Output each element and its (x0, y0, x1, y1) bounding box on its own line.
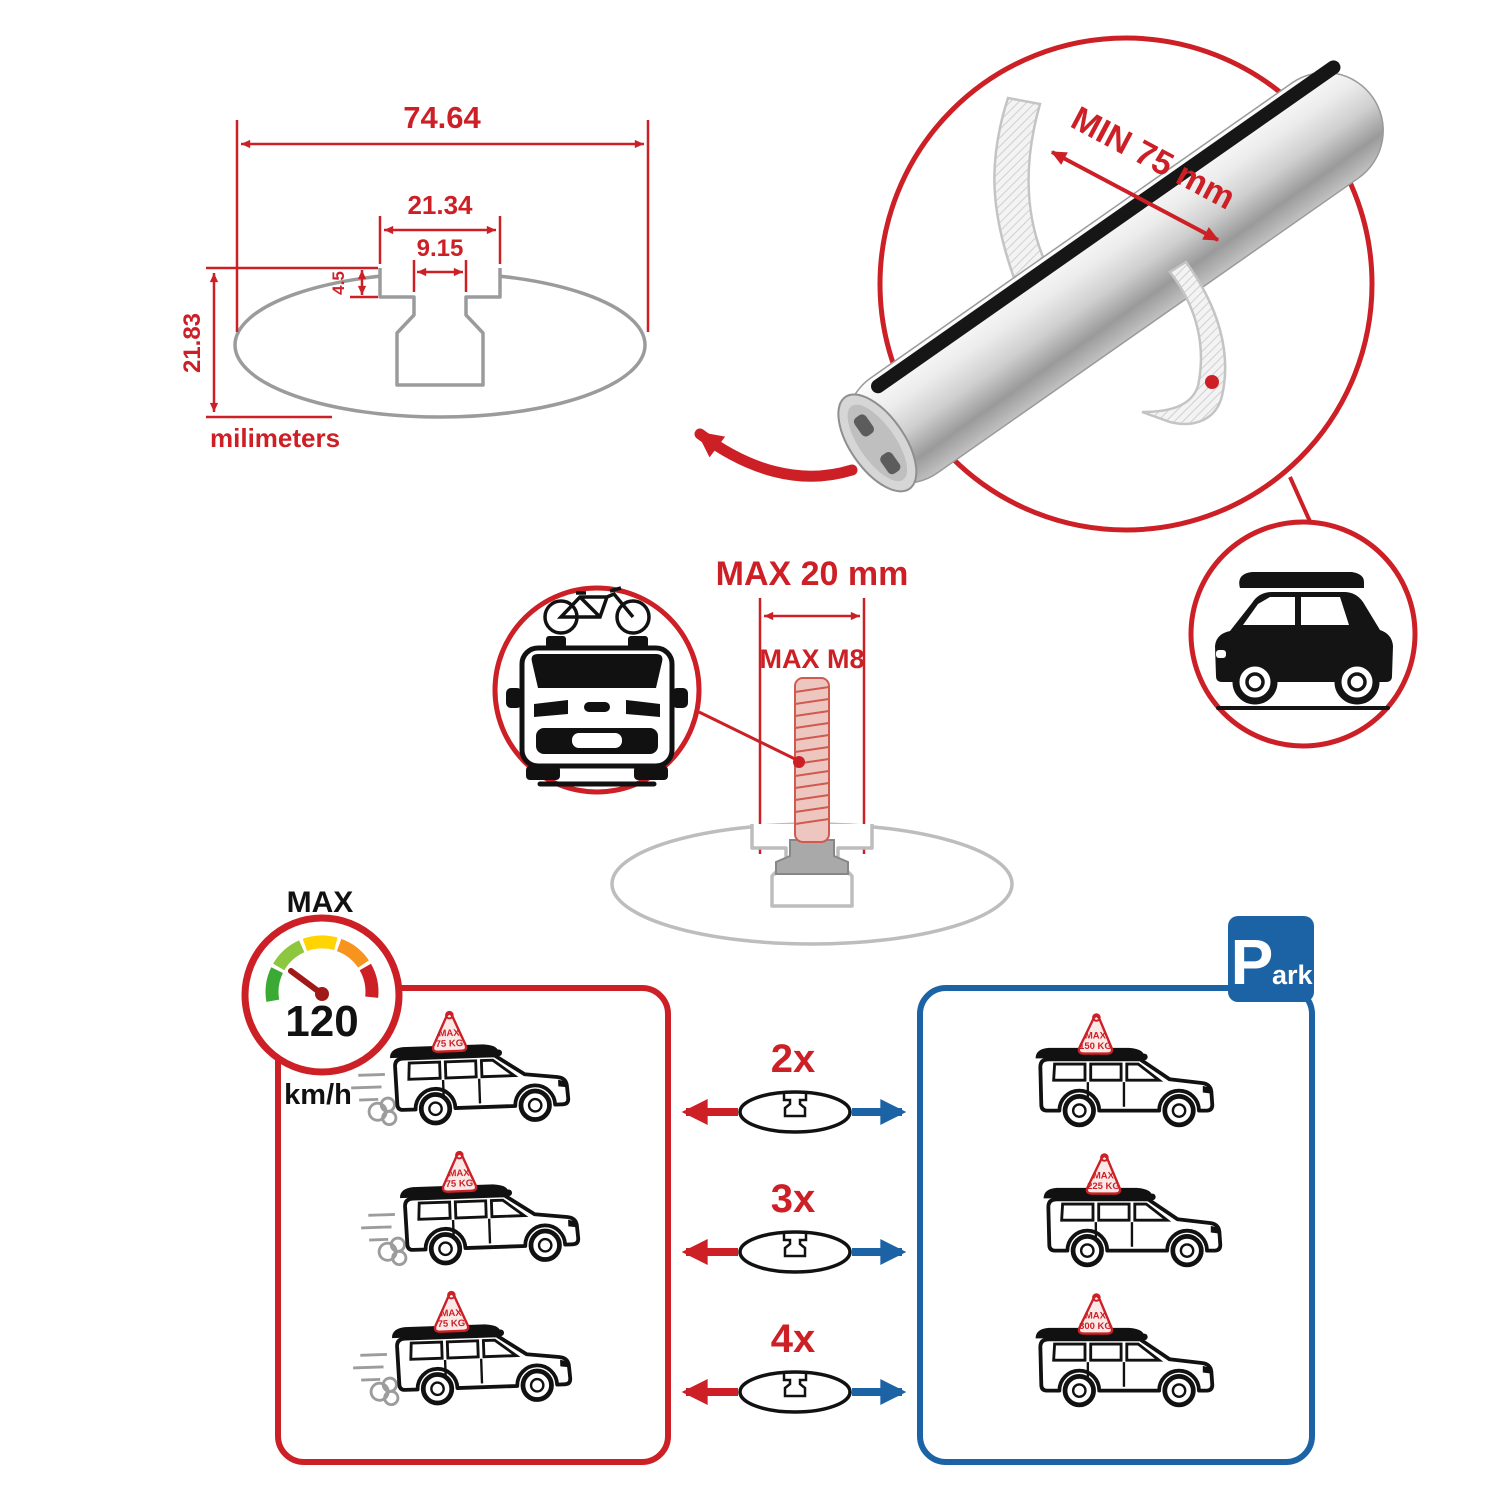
parked-car-row-2: MAX 225 KG (1043, 1153, 1221, 1265)
comparison-row-2: 3x (681, 1177, 907, 1274)
svg-text:75 KG: 75 KG (446, 1178, 474, 1190)
svg-text:MAX: MAX (1093, 1170, 1115, 1181)
svg-text:225 KG: 225 KG (1087, 1181, 1120, 1192)
speed-limit-gauge: MAX 120 km/h (241, 886, 403, 1111)
roof-load-sign: MAX 75 KG (433, 1290, 470, 1333)
suv-wheel-front (1232, 659, 1278, 705)
svg-text:MAX: MAX (1085, 1030, 1107, 1041)
svg-text:MAX: MAX (438, 1028, 460, 1040)
callout-line (698, 710, 798, 762)
roof-load-sign: MAX 75 KG (441, 1150, 478, 1193)
carfront-mirror (506, 688, 522, 708)
parking-sign-letter: P (1231, 926, 1274, 998)
carfront-mirror (672, 688, 688, 708)
dim-step-depth-value: 4.5 (329, 271, 348, 295)
roof-load-sign: MAX 300 KG (1077, 1293, 1114, 1335)
svg-text:MAX: MAX (440, 1308, 462, 1320)
multiplier-label: 3x (771, 1177, 816, 1221)
profile-t-slot (378, 268, 502, 387)
comparison-row-3: 4x (681, 1317, 907, 1414)
parking-sign: P ark (1228, 916, 1314, 1002)
carfront-headlight (534, 700, 568, 717)
svg-text:MAX: MAX (448, 1168, 470, 1180)
svg-text:300 KG: 300 KG (1079, 1321, 1112, 1332)
suv-headlight (1216, 650, 1226, 658)
carfront-wheel (634, 766, 668, 780)
bicycle-icon (543, 586, 651, 635)
cross-section-diagram: 74.64 21.34 9.15 4.5 21.83 milimeters (179, 100, 650, 453)
dim-inner-slot-value: 9.15 (417, 235, 464, 262)
dim-profile-height-value: 21.83 (179, 313, 206, 373)
roof-load-sign: MAX 150 KG (1077, 1013, 1114, 1055)
carfront-rack-foot (546, 636, 566, 648)
carfront-headlight (626, 700, 660, 717)
svg-text:MAX: MAX (1085, 1310, 1107, 1321)
comparison-row-1: 2x (681, 1037, 907, 1134)
callout-line (1288, 476, 1314, 527)
max-width-label: MAX 20 mm (716, 555, 909, 593)
carfront-wheel (526, 766, 560, 780)
multiplier-label: 4x (771, 1317, 816, 1361)
roof-load-sign: MAX 225 KG (1085, 1153, 1122, 1195)
carfront-grille (584, 702, 610, 712)
max-thread-label: MAX M8 (759, 644, 864, 674)
dim-outer-slot-value: 21.34 (407, 190, 473, 220)
suv-windshield (1243, 597, 1295, 625)
bolt-diagram: MAX 20 mm MAX M8 (610, 555, 1014, 946)
crossbar-detail-circle: MIN 75 mm (837, 35, 1384, 533)
car-front-bike-detail (492, 585, 702, 795)
callout-dot (793, 756, 805, 768)
svg-text:75 KG: 75 KG (438, 1318, 466, 1330)
suv-side-window (1301, 597, 1349, 625)
carfront-rack-foot (628, 636, 648, 648)
driving-car-row-2: MAX 75 KG (359, 1150, 579, 1268)
speed-max-label: MAX (287, 886, 354, 919)
speed-units: km/h (284, 1079, 352, 1111)
suv-wheel-rear (1334, 659, 1380, 705)
carfront-windshield (531, 654, 663, 688)
parked-car-row-3: MAX 300 KG (1035, 1293, 1213, 1405)
t-bolt-head (775, 839, 849, 875)
suv-roof-box (1239, 572, 1364, 588)
driving-car-row-3: MAX 75 KG (351, 1290, 571, 1408)
driving-car-row-1: MAX 75 KG (349, 1010, 569, 1128)
clamp-strap-front (1141, 260, 1227, 426)
parked-car-row-1: MAX 150 KG (1035, 1013, 1213, 1125)
multiplier-label: 2x (771, 1037, 816, 1081)
suv-roofbox-detail (1188, 519, 1418, 749)
dim-total-width-value: 74.64 (403, 100, 481, 135)
parking-sign-rest: ark (1272, 960, 1314, 990)
speed-value: 120 (285, 997, 358, 1046)
units-label: milimeters (210, 423, 340, 453)
parking-sign-board (1228, 916, 1314, 1002)
roof-load-sign: MAX 75 KG (431, 1010, 468, 1053)
svg-text:150 KG: 150 KG (1079, 1041, 1112, 1052)
svg-text:75 KG: 75 KG (436, 1038, 464, 1050)
callout-dot (1205, 375, 1219, 389)
pointer-arrow (694, 428, 858, 482)
